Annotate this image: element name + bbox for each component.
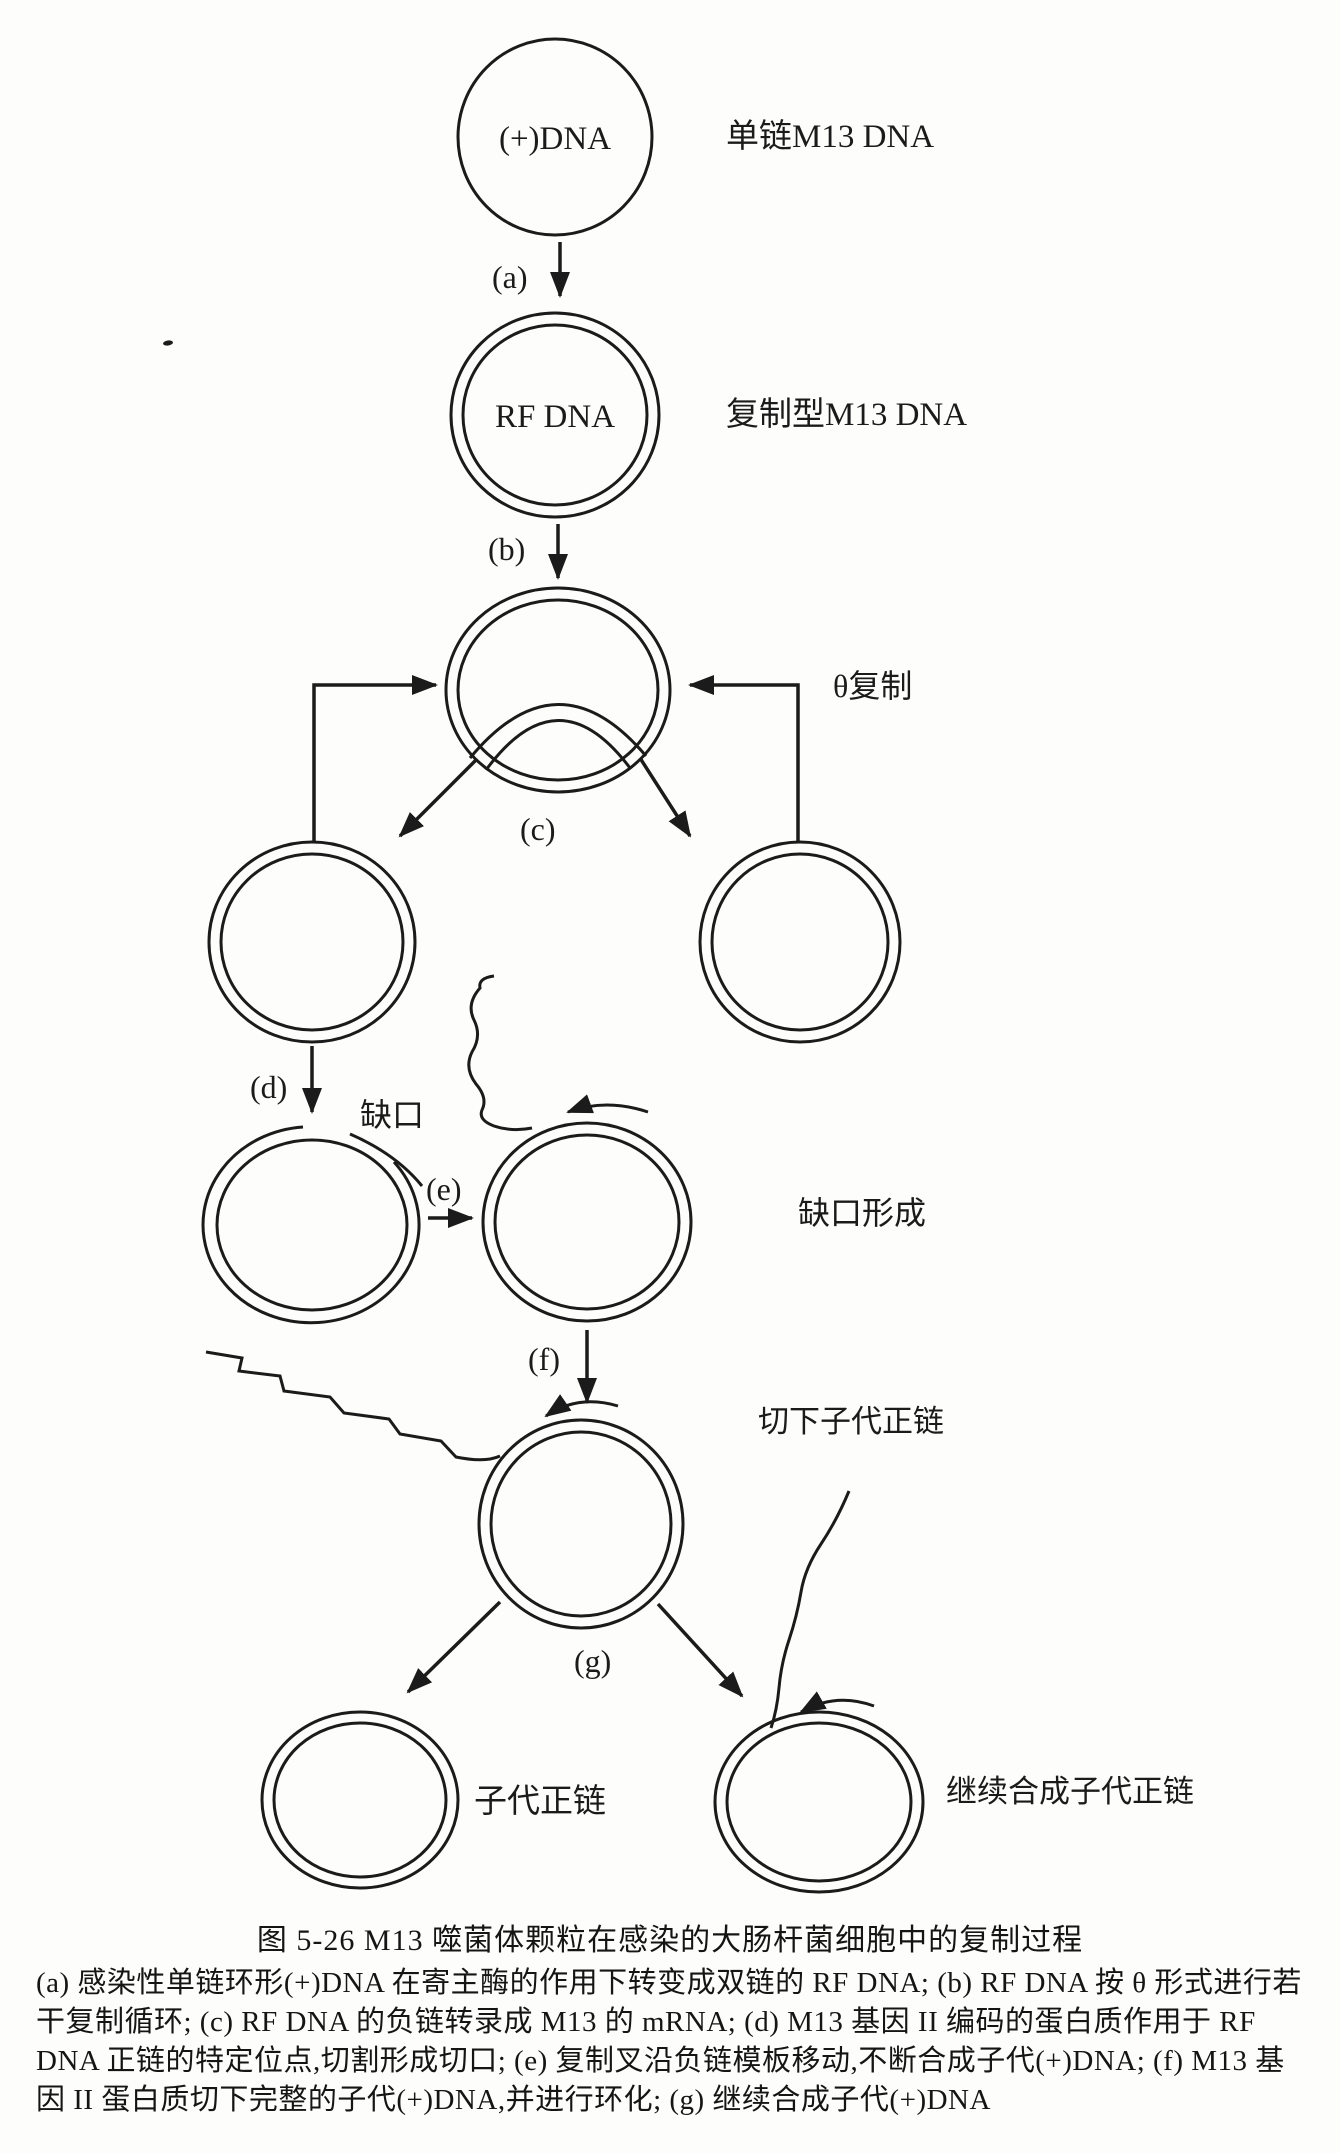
rolling-circle-outer — [481, 1121, 693, 1323]
ssdna-circle — [456, 37, 654, 237]
daughter-rf-right-outer — [698, 840, 902, 1044]
cut-progeny-label: 切下子代正链 — [758, 1404, 944, 1439]
figure-caption-line: (a) 感染性单链环形(+)DNA 在寄主酶的作用下转变成双链的 RF DNA;… — [36, 1967, 1302, 1999]
progeny-circle-outer — [260, 1710, 460, 1890]
arrow-g-right — [656, 1602, 744, 1698]
figure-caption-line: 干复制循环; (c) RF DNA 的负链转录成 M13 的 mRNA; (d)… — [36, 2006, 1256, 2038]
arrow-c-left — [398, 758, 478, 838]
progeny-label: 子代正链 — [474, 1783, 606, 1820]
rf-dna-circle-text: RF DNA — [495, 399, 615, 435]
rf-dna-circle-inner — [461, 323, 649, 507]
continue-synthesis-label: 继续合成子代正链 — [946, 1774, 1194, 1809]
ssdna-label: 单链M13 DNA — [726, 118, 934, 155]
rolling-circle2-inner — [489, 1430, 673, 1618]
theta-bubble-inner-arc — [484, 719, 632, 771]
rf-dna-circle-outer — [449, 311, 661, 519]
rolling-circle-inner — [493, 1133, 681, 1311]
daughter-rf-left-outer — [207, 840, 417, 1044]
continuing-circle-outer — [713, 1710, 925, 1894]
rolling-circle2-outer — [477, 1418, 685, 1630]
rolling-circle-direction-arrow — [566, 1094, 649, 1114]
nick-label: 缺口 — [360, 1097, 424, 1133]
m13-replication-diagram: (+)DNA 单链M13 DNA (a) RF DNA 复制型M13 DNA (… — [163, 37, 1194, 1894]
daughter-rf-right-inner — [710, 852, 890, 1032]
step-e-label: (e) — [426, 1171, 462, 1207]
theta-replication-label: θ复制 — [833, 668, 912, 704]
displaced-strand-tail — [467, 974, 533, 1132]
continuing-circle-inner — [725, 1721, 913, 1883]
daughter-rf-left-inner — [219, 852, 405, 1032]
ssdna-circle-text: (+)DNA — [499, 121, 611, 157]
arrow-g-left — [406, 1600, 502, 1694]
figure-caption: 图 5-26 M13 噬菌体颗粒在感染的大肠杆菌细胞中的复制过程 (a) 感染性… — [0, 1922, 1340, 2120]
feedback-loop-right — [688, 675, 800, 842]
step-c-label: (c) — [520, 811, 556, 847]
ink-speck — [163, 340, 173, 346]
nick-formation-label: 缺口形成 — [798, 1195, 926, 1231]
theta-circle-outer — [444, 586, 672, 794]
figure-caption-line: DNA 正链的特定位点,切割形成切口; (e) 复制叉沿负链模板移动,不断合成子… — [36, 2045, 1285, 2077]
feedback-loop-left — [312, 675, 438, 842]
theta-circle-inner — [456, 598, 660, 782]
continuing-circle-direction-arrow — [799, 1691, 875, 1714]
step-d-label: (d) — [250, 1069, 287, 1105]
released-strand-curve — [769, 1490, 851, 1729]
step-a-label: (a) — [492, 259, 528, 295]
figure-caption-line: 因 II 蛋白质切下完整的子代(+)DNA,并进行环化; (g) 继续合成子代(… — [36, 2084, 991, 2116]
progeny-circle-inner — [272, 1721, 448, 1879]
arrow-c-right — [638, 757, 692, 838]
rf-dna-label: 复制型M13 DNA — [726, 396, 967, 433]
step-b-label: (b) — [488, 531, 525, 567]
step-f-label: (f) — [528, 1341, 560, 1377]
rolling-circle2-direction-arrow — [544, 1394, 619, 1418]
nicked-circle-outer-arc — [201, 1125, 421, 1325]
figure-caption-title: 图 5-26 M13 噬菌体颗粒在感染的大肠杆菌细胞中的复制过程 — [256, 1924, 1084, 1957]
step-g-label: (g) — [574, 1643, 611, 1679]
theta-bubble-outer-arc — [468, 703, 648, 759]
nick-loose-strand — [349, 1132, 424, 1187]
zigzag-strand-tail — [205, 1350, 501, 1462]
nicked-circle-inner — [215, 1138, 409, 1312]
